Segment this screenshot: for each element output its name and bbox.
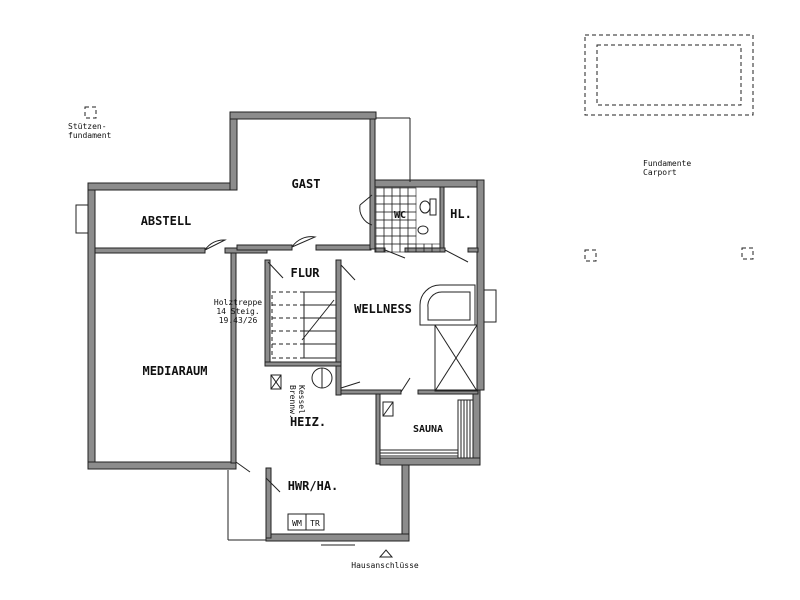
room-label-gast: GAST: [292, 177, 321, 191]
wc-tile: [407, 219, 417, 229]
wc-tile: [391, 187, 401, 197]
thin-lines: [227, 117, 411, 546]
doors: [204, 194, 469, 493]
support-foundation: [84, 106, 97, 119]
wc-tile: [383, 227, 393, 237]
wc-tile: [375, 187, 385, 197]
label-hausanschluesse: Hausanschlüsse: [351, 561, 419, 570]
carport-post-foundation-right: [741, 247, 754, 260]
boiler-note-2: Kessel: [297, 385, 306, 414]
wc-tiles: [375, 187, 441, 253]
wc-tile: [391, 227, 401, 237]
room-label-hl: HL.: [450, 207, 472, 221]
wc-tile: [383, 195, 393, 205]
room-label-abstell: ABSTELL: [141, 214, 192, 228]
sink-icon: [417, 225, 429, 235]
staircase: [271, 291, 337, 359]
boiler-cabinet: [270, 374, 282, 390]
wc-tile: [375, 235, 385, 245]
wc-tile: [399, 235, 409, 245]
wc-tile: [407, 195, 417, 205]
wc-tile: [391, 235, 401, 245]
stair-note-3: 19.43/26: [219, 316, 258, 325]
room-label-wellness: WELLNESS: [354, 302, 412, 316]
toilet-icon: [419, 198, 437, 216]
carport-post-foundation-left: [584, 249, 597, 262]
shower: [434, 324, 478, 392]
wc-tile: [407, 203, 417, 213]
room-label-hwr: HWR/HA.: [288, 479, 339, 493]
wc-tile: [407, 211, 417, 221]
wc-tile: [407, 187, 417, 197]
inner-walls: [94, 118, 479, 465]
window-abstell: [75, 204, 89, 234]
wc-tile: [383, 235, 393, 245]
label-carport-2: Carport: [643, 168, 677, 177]
dryer-box: [305, 513, 325, 531]
wc-tile: [375, 203, 385, 213]
bathtub: [419, 284, 476, 326]
wc-tile: [399, 219, 409, 229]
room-label-heiz: HEIZ.: [290, 415, 326, 429]
wc-tile: [383, 219, 393, 229]
wc-tile: [383, 203, 393, 213]
wc-tile: [407, 227, 417, 237]
wc-tile: [375, 195, 385, 205]
wc-tile: [375, 219, 385, 229]
wc-tile: [383, 187, 393, 197]
stair-note-2: 14 Steig.: [216, 307, 259, 316]
label-stuetzen-1: Stützen-: [68, 122, 107, 131]
sauna-benches: [379, 399, 474, 459]
wc-tile: [399, 227, 409, 237]
wc-tile: [375, 227, 385, 237]
wc-tile: [391, 243, 401, 253]
wc-tile: [391, 195, 401, 205]
room-label-flur: FLUR: [291, 266, 321, 280]
wc-tile: [383, 211, 393, 221]
connection-marker-icon: [378, 549, 394, 558]
room-label-wc: WC: [394, 210, 406, 221]
label-tr: TR: [310, 519, 320, 528]
outer-walls: [87, 111, 485, 542]
wc-tile: [431, 243, 441, 253]
window-wellness: [483, 289, 497, 323]
wc-tile: [399, 195, 409, 205]
label-carport-1: Fundamente: [643, 159, 691, 168]
boiler-note-1: Brennw.-: [288, 385, 297, 424]
wc-tile: [407, 235, 417, 245]
wc-tile: [375, 211, 385, 221]
sauna-oven: [382, 401, 394, 417]
wc-tile: [399, 187, 409, 197]
room-label-mediaraum: MEDIARAUM: [142, 364, 207, 378]
label-stuetzen-2: fundament: [68, 131, 112, 140]
wc-tile: [391, 219, 401, 229]
carport-foundation: [584, 34, 754, 116]
label-wm: WM: [292, 519, 302, 528]
stair-note-1: Holztreppe: [214, 298, 262, 307]
room-label-sauna: SAUNA: [413, 424, 443, 435]
